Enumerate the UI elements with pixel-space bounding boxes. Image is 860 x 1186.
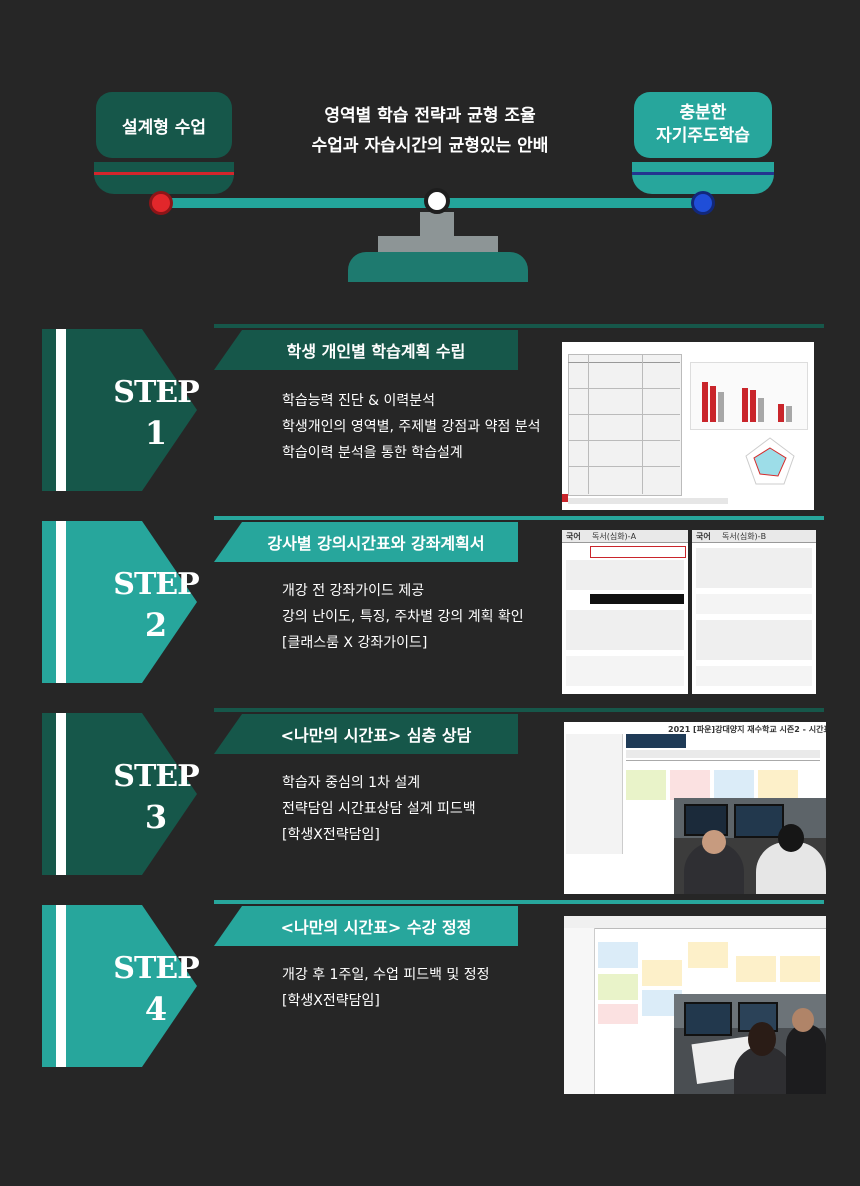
step-3-title: <나만의 시간표> 심층 상담 xyxy=(280,726,472,745)
step-1-word: STEP xyxy=(113,375,199,410)
blue-dot-icon xyxy=(694,194,712,212)
step-3-line-3: [학생X전략담임] xyxy=(282,827,380,843)
step-4-badge: STEP 4 xyxy=(42,905,200,1067)
step-2-line-1: 개강 전 강좌가이드 제공 xyxy=(282,583,425,599)
right-balance-text-line1: 충분한 xyxy=(679,103,727,124)
right-balance-label: 충분한 자기주도학습 xyxy=(634,92,772,158)
step-1-title: 학생 개인별 학습계획 수립 xyxy=(286,342,466,361)
step-3-line-2: 전략담임 시간표상담 설계 피드백 xyxy=(282,801,476,817)
step-3-number: 3 xyxy=(144,798,168,836)
step-3-line-1: 학습자 중심의 1차 설계 xyxy=(282,775,421,791)
step-2-word: STEP xyxy=(113,567,199,602)
step-1-ribbon: 학생 개인별 학습계획 수립 xyxy=(214,330,518,370)
step-1-line-2: 학생개인의 영역별, 주제별 강점과 약점 분석 xyxy=(282,419,541,435)
step-2-top-rule xyxy=(214,516,824,520)
step-4-top-rule xyxy=(214,900,824,904)
step-4-consultation-photo xyxy=(674,994,826,1094)
header-title: 영역별 학습 전략과 균형 조율 수업과 자습시간의 균형있는 안배 xyxy=(260,102,600,162)
step-4-line-2: [학생X전략담임] xyxy=(282,993,380,1009)
step-2-description: 개강 전 강좌가이드 제공 강의 난이도, 특징, 주차별 강의 계획 확인 [… xyxy=(282,578,524,656)
header-title-line1: 영역별 학습 전략과 균형 조율 xyxy=(324,106,536,126)
step-2-ribbon: 강사별 강의시간표와 강좌계획서 xyxy=(214,522,518,562)
step-3-top-rule xyxy=(214,708,824,712)
balance-stand-post xyxy=(420,212,454,238)
right-balance-pan xyxy=(632,162,774,194)
step-3-counseling-photo xyxy=(674,798,826,894)
step-1-description: 학습능력 진단 & 이력분석 학생개인의 영역별, 주제별 강점과 약점 분석 … xyxy=(282,388,541,466)
step-3-badge: STEP 3 xyxy=(42,713,200,875)
right-balance-text-line2: 자기주도학습 xyxy=(656,126,750,146)
left-balance-pan xyxy=(94,162,234,194)
left-pan-stripe xyxy=(94,172,234,175)
timetable-title: 2021 [파운]강대양지 재수학교 시즌2 - 시간표 xyxy=(668,725,826,734)
header-title-line2: 수업과 자습시간의 균형있는 안배 xyxy=(311,135,549,156)
step-4-title: <나만의 시간표> 수강 정정 xyxy=(280,918,472,937)
step-4-number: 4 xyxy=(144,990,168,1028)
left-balance-text: 설계형 수업 xyxy=(121,117,207,138)
step-3-description: 학습자 중심의 1차 설계 전략담임 시간표상담 설계 피드백 [학생X전략담임… xyxy=(282,770,476,848)
balance-stand-neck xyxy=(378,236,498,254)
balance-stand-base xyxy=(348,252,528,282)
step-1-number: 1 xyxy=(144,414,168,452)
step-3-ribbon: <나만의 시간표> 심층 상담 xyxy=(214,714,518,754)
step-3-word: STEP xyxy=(113,759,199,794)
step-1-line-3: 학습이력 분석을 통한 학습설계 xyxy=(282,445,463,461)
step-1-report-thumbnail xyxy=(562,342,814,510)
red-dot-icon xyxy=(152,194,170,212)
step-2-number: 2 xyxy=(144,606,168,644)
guide-a-title: 독서(심화)-A xyxy=(592,532,637,541)
step-2-title: 강사별 강의시간표와 강좌계획서 xyxy=(267,534,485,553)
step-2-guide-b-thumbnail: 국어 독서(심화)-B xyxy=(692,530,816,694)
step-1-top-rule xyxy=(214,324,824,328)
step-4-word: STEP xyxy=(113,951,199,986)
pivot-ring-icon xyxy=(424,188,450,214)
step-4-description: 개강 후 1주일, 수업 피드백 및 정정 [학생X전략담임] xyxy=(282,962,490,1014)
right-pan-stripe xyxy=(632,172,774,175)
step-4-ribbon: <나만의 시간표> 수강 정정 xyxy=(214,906,518,946)
guide-b-tab: 국어 xyxy=(696,532,711,541)
guide-b-title: 독서(심화)-B xyxy=(722,532,767,541)
guide-a-tab: 국어 xyxy=(566,532,581,541)
step-2-line-2: 강의 난이도, 특징, 주차별 강의 계획 확인 xyxy=(282,609,524,625)
step-2-line-3: [클래스룸 X 강좌가이드] xyxy=(282,635,428,651)
step-4-line-1: 개강 후 1주일, 수업 피드백 및 정정 xyxy=(282,967,490,983)
step-1-badge: STEP 1 xyxy=(42,329,200,491)
step-2-guide-a-thumbnail: 국어 독서(심화)-A xyxy=(562,530,688,694)
step-1-line-1: 학습능력 진단 & 이력분석 xyxy=(282,393,436,409)
left-balance-label: 설계형 수업 xyxy=(96,92,232,158)
step-2-badge: STEP 2 xyxy=(42,521,200,683)
